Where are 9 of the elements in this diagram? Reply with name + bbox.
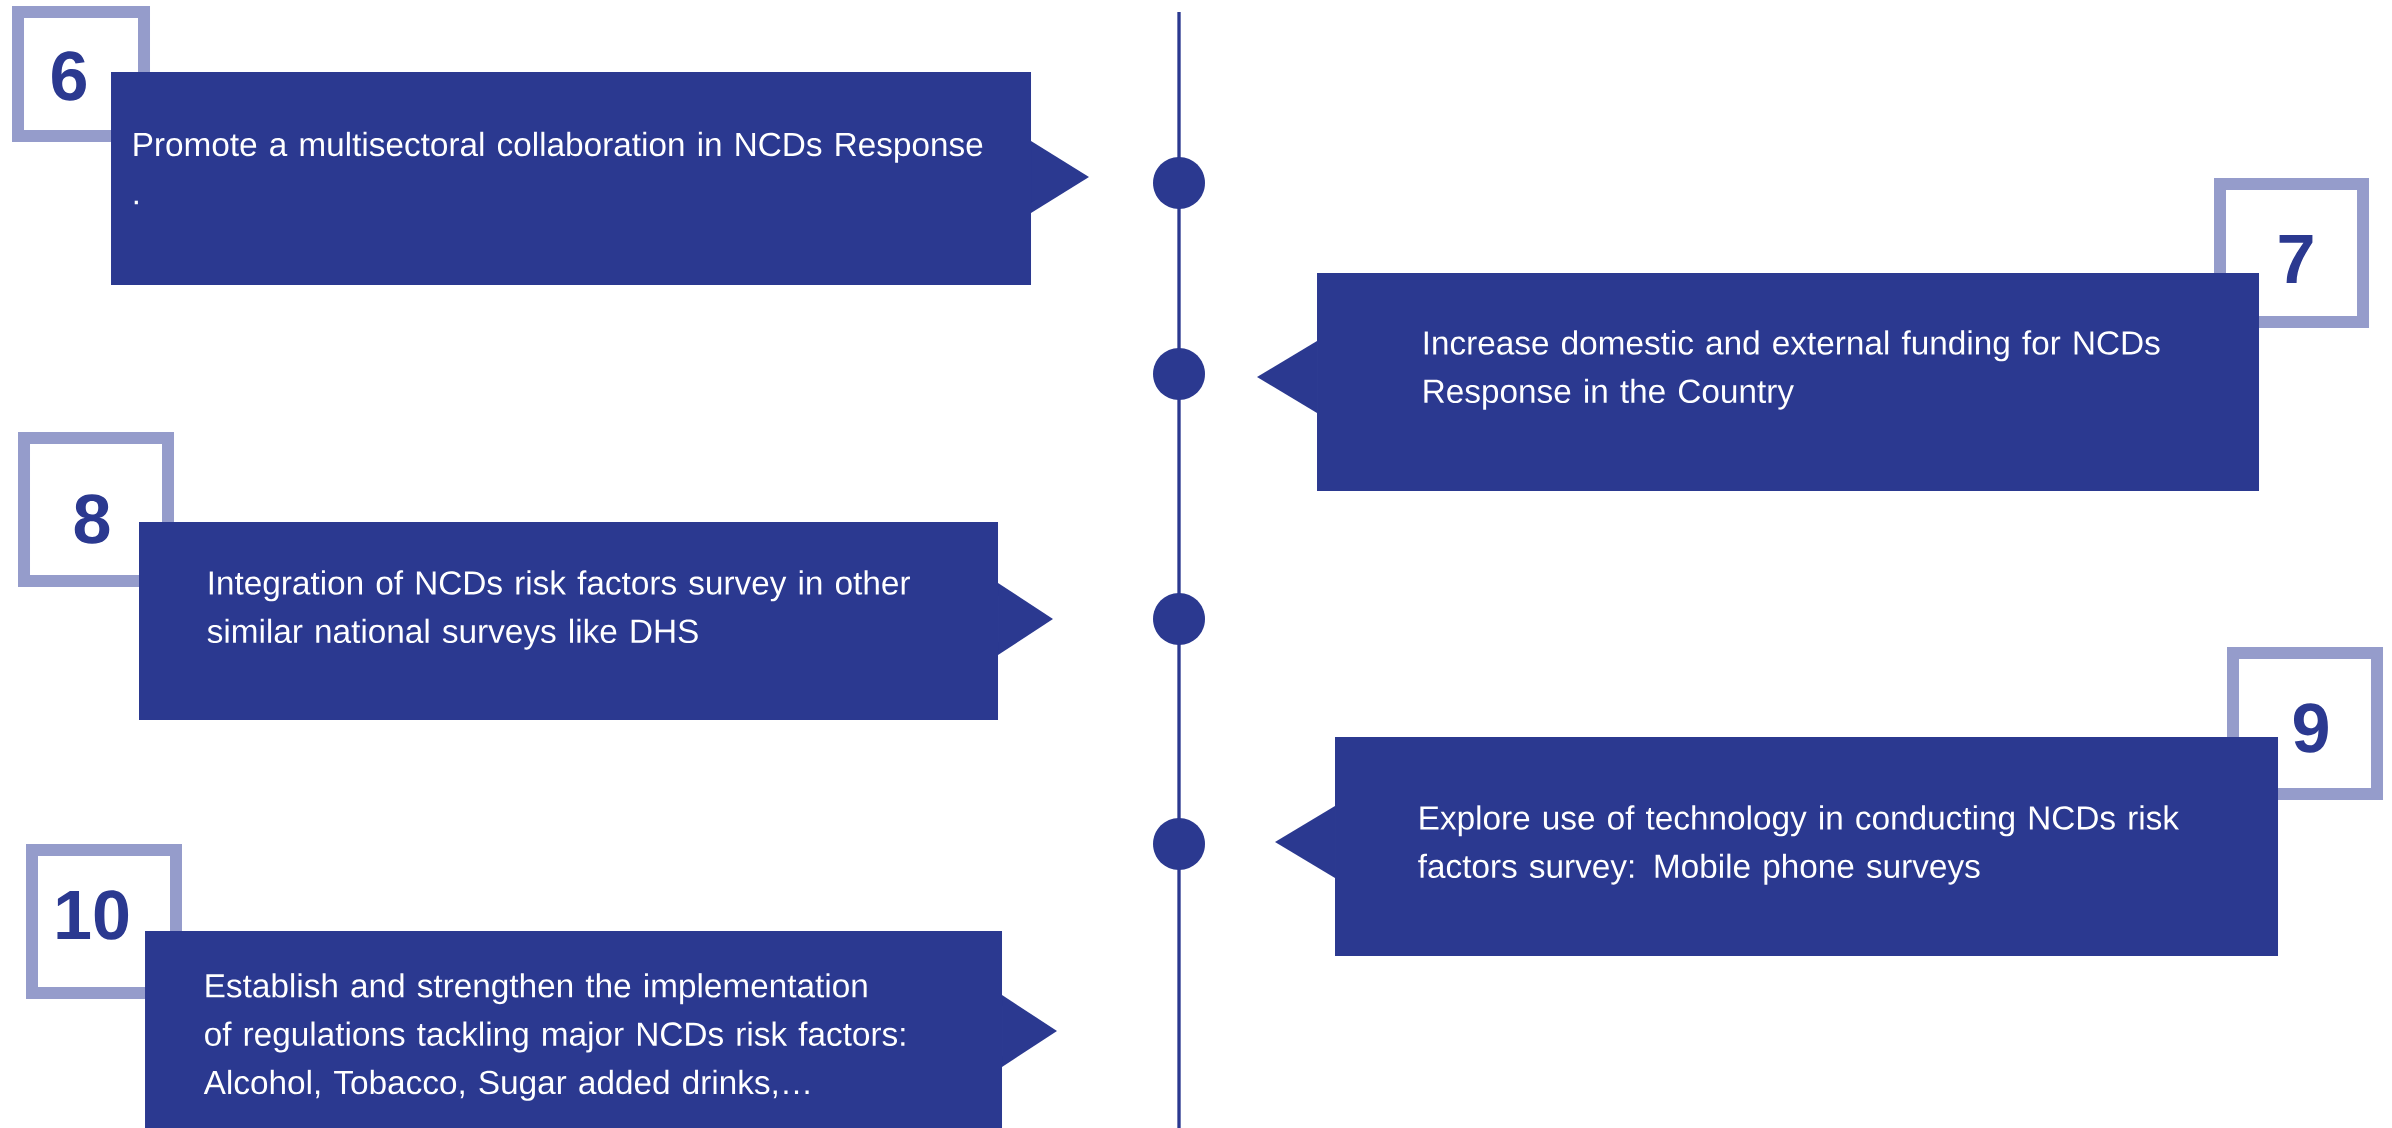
callout-box: Explore use of technology in conducting NCDs risk factors survey: Mobile phone surveys: [1275, 737, 2278, 956]
callout-box: Promote a multisectoral collaboration in NCDs Response .: [111, 72, 1089, 285]
timeline-dot: [1153, 593, 1205, 645]
callout-box: Integration of NCDs risk factors survey in other similar national surveys like DHS: [139, 522, 1053, 720]
timeline-dot: [1153, 157, 1205, 209]
timeline-dot: [1153, 818, 1205, 870]
callout-box: Increase domestic and external funding for NCDs Response in the Country: [1257, 273, 2259, 491]
timeline-dot: [1153, 348, 1205, 400]
callout-box: Establish and strengthen the implementation of regulations tackling major NCDs risk factors: Alcohol, Tobacco, Sugar added drinks,…: [145, 931, 1057, 1128]
